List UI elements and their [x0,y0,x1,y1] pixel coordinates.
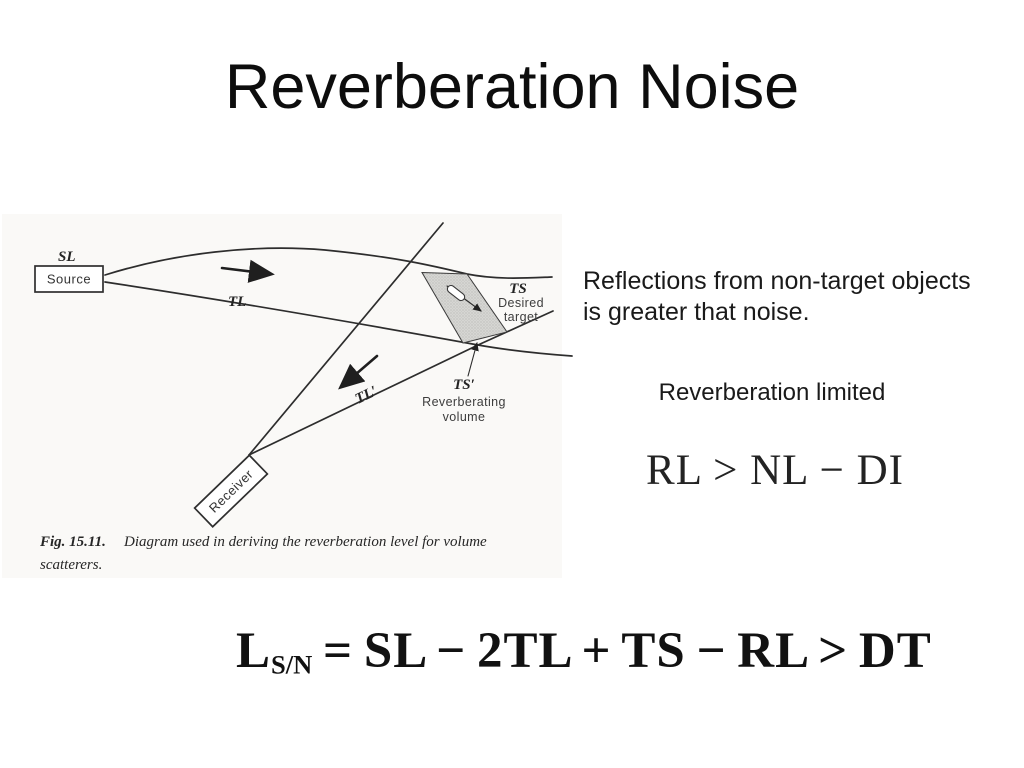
reverberation-inequality: RL > NL − DI [646,447,904,494]
figure-caption-number: Fig. 15.11. [39,534,106,550]
source-box: Source [34,265,104,293]
reverberating-volume-label-line2: volume [443,410,486,424]
body-text-line1: Reflections from non-target objects [583,267,971,295]
equation-lhs-base: L [236,623,272,679]
source-label: Source [47,272,91,287]
desired-target-label-line2: target [504,310,538,324]
body-text: Reflections from non-target objects is g… [583,266,1003,328]
desired-target-label-line1: Desired [498,296,544,310]
source-beam-upper-path [104,247,553,279]
signal-to-noise-equation: LS/N = SL − 2TL + TS − RL > DT [236,622,932,680]
page-title: Reverberation Noise [224,52,800,122]
figure-caption-text-line2: scatterers. [40,557,102,573]
receiver-beam-left-line [248,222,444,456]
equation-rhs: = SL − 2TL + TS − RL > DT [323,623,932,679]
figure-15-11: Source Receiver SL TL TS TS′ TL′ Desired… [0,210,580,582]
sl-label: SL [58,249,76,265]
returning-path-arrow-icon [338,354,379,390]
reverberation-diagram: Source Receiver SL TL TS TS′ TL′ Desired… [2,214,573,578]
ts-label: TS [509,281,527,297]
figure-caption: Fig. 15.11. Diagram used in deriving the… [39,534,487,573]
tl-label: TL [228,294,246,310]
outgoing-path-arrow-icon [220,259,275,283]
figure-caption-text-line1: Diagram used in deriving the reverberati… [123,534,487,550]
ts-prime-pointer-arrow [467,341,479,377]
reverberating-volume-label-line1: Reverberating [422,395,506,409]
submarine-icon [446,284,466,302]
equation-lhs-subscript: S/N [271,649,313,680]
reverberating-volume-region [421,271,508,344]
body-text-line2: is greater that noise. [583,298,810,326]
ts-prime-label: TS′ [453,377,475,393]
source-beam-lower-path [104,281,573,357]
reverberation-limited-label: Reverberation limited [658,379,886,406]
